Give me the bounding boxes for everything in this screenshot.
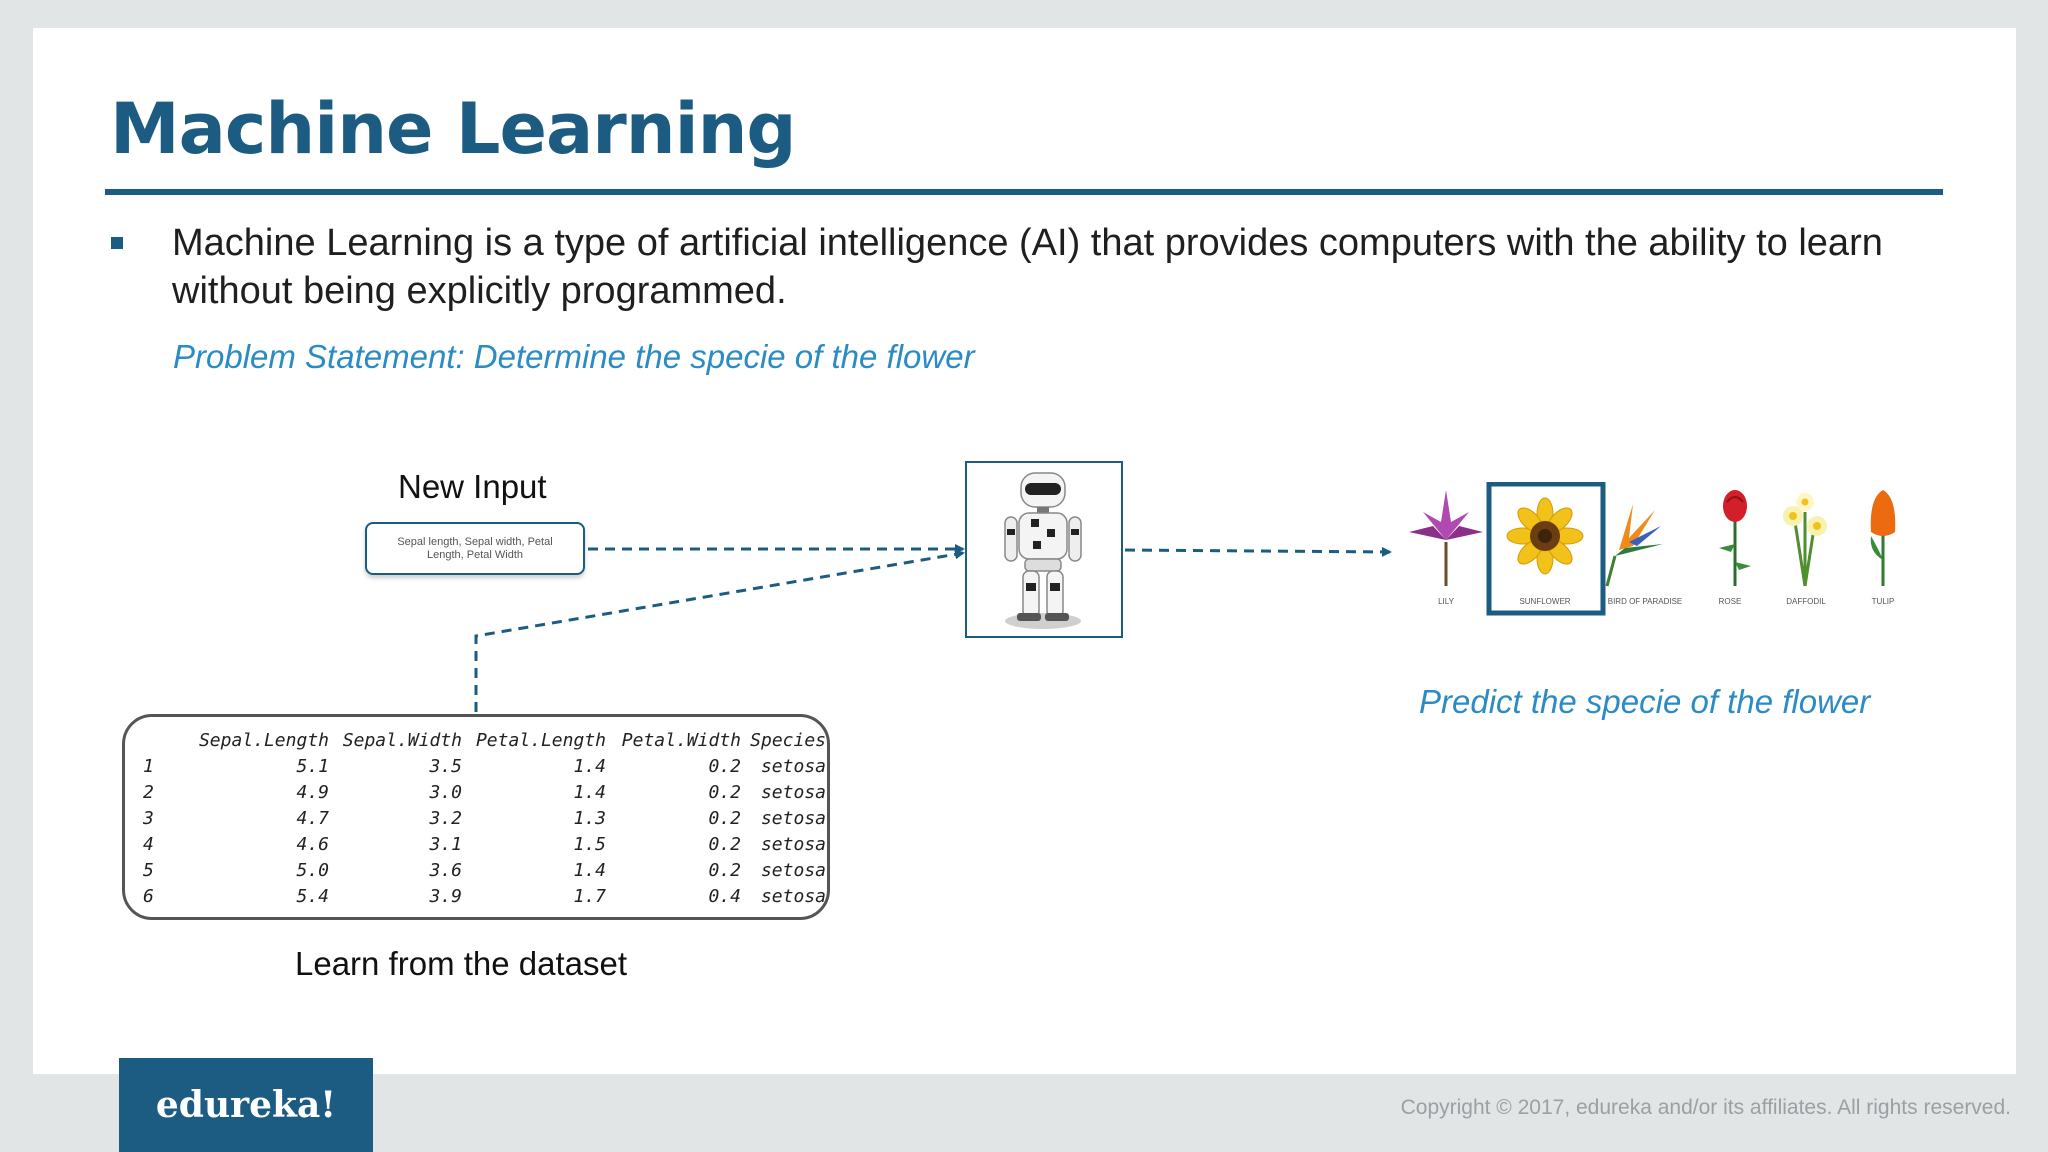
- sepal-length-cell: 4.9: [296, 782, 329, 803]
- species-cell: setosa: [760, 808, 826, 829]
- row-index: 1: [143, 756, 154, 777]
- table-row: 3 4.7 3.2 1.3 0.2 setosa: [143, 806, 827, 832]
- row-index: 6: [143, 886, 154, 907]
- selected-flower-highlight: [1486, 482, 1606, 616]
- prediction-caption: Predict the specie of the flower: [1419, 683, 1871, 720]
- sepal-width-cell: 3.2: [429, 808, 462, 829]
- table-row: 4 4.6 3.1 1.5 0.2 setosa: [143, 832, 827, 858]
- dataset-header-row: Sepal.Length Sepal.Width Petal.Length Pe…: [143, 728, 827, 754]
- input-features-text: Sepal length, Sepal width, Petal Length,…: [397, 535, 553, 561]
- petal-length-cell: 1.4: [573, 756, 606, 777]
- row-index: 4: [143, 834, 154, 855]
- sepal-width-cell: 3.1: [429, 834, 462, 855]
- bullet-text: Machine Learning is a type of artificial…: [172, 222, 1883, 312]
- copyright-notice: Copyright © 2017, edureka and/or its aff…: [1400, 1096, 2011, 1119]
- sepal-width-cell: 3.5: [429, 756, 462, 777]
- table-row: 1 5.1 3.5 1.4 0.2 setosa: [143, 754, 827, 780]
- petal-length-cell: 1.5: [573, 834, 606, 855]
- flower-label: BIRD OF PARADISE: [1608, 597, 1683, 606]
- petal-length-cell: 1.3: [573, 808, 606, 829]
- sepal-width-cell: 3.9: [429, 886, 462, 907]
- flower-label: LILY: [1438, 597, 1455, 606]
- petal-length-cell: 1.4: [573, 782, 606, 803]
- header-cell: Petal.Length: [475, 730, 606, 751]
- edureka-logo: edureka!: [119, 1058, 373, 1152]
- petal-width-cell: 0.2: [708, 782, 741, 803]
- problem-statement: Problem Statement: Determine the specie …: [173, 338, 975, 375]
- petal-width-cell: 0.2: [708, 756, 741, 777]
- sepal-length-cell: 5.1: [296, 756, 329, 777]
- sepal-width-cell: 3.0: [429, 782, 462, 803]
- learn-caption: Learn from the dataset: [295, 945, 628, 982]
- iris-dataset-table: Sepal.Length Sepal.Width Petal.Length Pe…: [122, 714, 830, 920]
- rose-flower: ROSE: [1719, 490, 1751, 606]
- flower-label: ROSE: [1719, 597, 1742, 606]
- petal-width-cell: 0.2: [708, 860, 741, 881]
- flower-label: SUNFLOWER: [1519, 597, 1570, 606]
- row-index: 3: [143, 808, 154, 829]
- header-cell: Petal.Width: [621, 730, 741, 751]
- lily-flower: LILY: [1409, 490, 1483, 606]
- petal-width-cell: 0.2: [708, 808, 741, 829]
- header-cell: Sepal.Width: [342, 730, 462, 751]
- table-row: 6 5.4 3.9 1.7 0.4 setosa: [143, 884, 827, 910]
- flower-species-strip: LILY SUNFLOWER BIRD OF PARADISE ROSE: [1409, 482, 1896, 616]
- sepal-length-cell: 5.4: [296, 886, 329, 907]
- species-cell: setosa: [760, 756, 826, 777]
- ml-model-box: [965, 461, 1123, 638]
- sunflower-flower: SUNFLOWER: [1486, 482, 1606, 616]
- sepal-length-cell: 4.6: [296, 834, 329, 855]
- petal-width-cell: 0.4: [708, 886, 741, 907]
- bird-of-paradise-flower: BIRD OF PARADISE: [1605, 504, 1683, 606]
- species-cell: setosa: [760, 782, 826, 803]
- header-cell: Species: [750, 730, 826, 751]
- flower-label: DAFFODIL: [1786, 597, 1826, 606]
- sepal-length-cell: 5.0: [296, 860, 329, 881]
- sepal-length-cell: 4.7: [296, 808, 329, 829]
- row-index: 2: [143, 782, 154, 803]
- table-row: 2 4.9 3.0 1.4 0.2 setosa: [143, 780, 827, 806]
- row-index: 5: [143, 860, 154, 881]
- species-cell: setosa: [760, 834, 826, 855]
- petal-width-cell: 0.2: [708, 834, 741, 855]
- species-cell: setosa: [760, 886, 826, 907]
- flower-label: TULIP: [1872, 597, 1895, 606]
- bullet-marker: [111, 237, 123, 249]
- table-row: 5 5.0 3.6 1.4 0.2 setosa: [143, 858, 827, 884]
- sepal-width-cell: 3.6: [429, 860, 462, 881]
- daffodil-flower: DAFFODIL: [1783, 493, 1827, 606]
- species-cell: setosa: [760, 860, 826, 881]
- petal-length-cell: 1.7: [573, 886, 606, 907]
- new-input-label: New Input: [398, 468, 547, 505]
- slide-title: Machine Learning: [110, 88, 797, 170]
- header-cell: [143, 728, 169, 754]
- title-underline: [105, 189, 1943, 195]
- tulip-flower: TULIP: [1870, 490, 1896, 606]
- new-input-box: Sepal length, Sepal width, Petal Length,…: [365, 522, 585, 575]
- robot-icon: [1004, 472, 1082, 629]
- header-cell: Sepal.Length: [198, 730, 329, 751]
- petal-length-cell: 1.4: [573, 860, 606, 881]
